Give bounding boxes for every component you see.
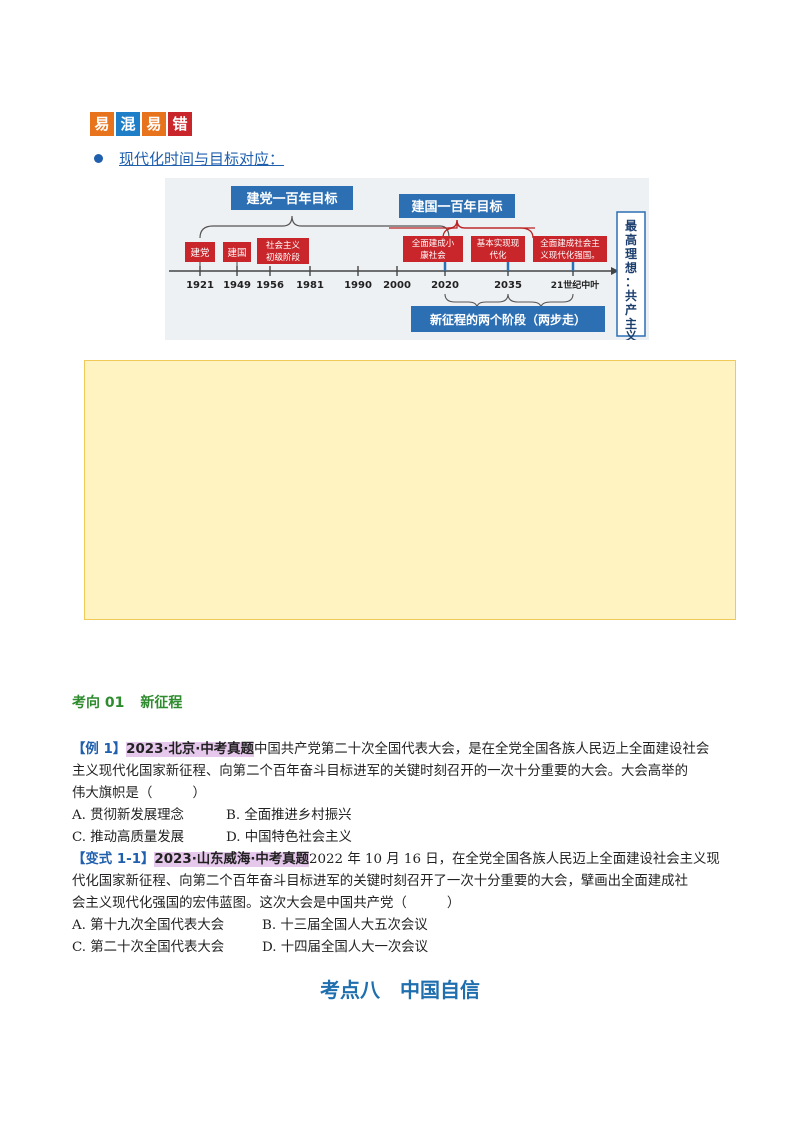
timeline-figure: 建党一百年目标 建国一百年目标 建党 建国 社会主义 初级阶段 全面建成小 康社… bbox=[165, 178, 649, 343]
ideal-char: 主 bbox=[625, 316, 637, 331]
section-heading: 考向 01 新征程 bbox=[72, 692, 182, 712]
event-box bbox=[185, 242, 215, 262]
option-a[interactable]: A. 第十九次全国代表大会 bbox=[72, 918, 225, 933]
example-tag: 【例 1】 bbox=[72, 742, 127, 757]
bullet-item: 现代化时间与目标对应： bbox=[94, 148, 284, 169]
ideal-char: 高 bbox=[625, 232, 637, 247]
options-row: C. 第二十次全国代表大会 D. 十四届全国人大一次会议 bbox=[72, 937, 428, 959]
year-label: 1956 bbox=[256, 280, 284, 291]
options-row: A. 贯彻新发展理念 B. 全面推进乡村振兴 bbox=[72, 805, 351, 827]
event-box bbox=[223, 242, 251, 262]
year-label: 2020 bbox=[431, 280, 459, 291]
question-text: 中国共产党第二十次全国代表大会，是在全党全国各族人民迈上全面建设社会 bbox=[253, 742, 710, 757]
brace bbox=[389, 219, 535, 229]
year-label: 21世纪中叶 bbox=[551, 279, 600, 291]
badge-char: 混 bbox=[116, 112, 140, 136]
question-line: 【例 1】2023·北京·中考真题中国共产党第二十次全国代表大会，是在全党全国各… bbox=[72, 739, 732, 761]
question-text: 2022 年 10 月 16 日，在全党全国各族人民迈上全面建设社会主义现 bbox=[309, 852, 720, 867]
ideal-char: 理 bbox=[625, 247, 637, 261]
question-line: 代化国家新征程、向第二个百年奋斗目标进军的关键时刻召开了一次十分重要的大会，擘画… bbox=[72, 874, 688, 889]
option-a[interactable]: A. 贯彻新发展理念 bbox=[72, 808, 184, 823]
question-line: 主义现代化国家新征程、向第二个百年奋斗目标进军的关键时刻召开的一次十分重要的大会… bbox=[72, 764, 688, 779]
ideal-char: 共 bbox=[625, 288, 637, 303]
bullet-text: 现代化时间与目标对应： bbox=[119, 150, 285, 168]
bullet-dot-icon bbox=[94, 154, 103, 163]
event-label: 建党 bbox=[190, 247, 210, 259]
goal-box bbox=[231, 186, 353, 210]
year-label: 2000 bbox=[383, 280, 411, 291]
option-c[interactable]: C. 推动高质量发展 bbox=[72, 830, 185, 845]
event-box bbox=[257, 238, 309, 264]
ideal-char: 想 bbox=[624, 260, 637, 275]
event-label: 全面建成社会主 bbox=[540, 238, 600, 249]
option-c[interactable]: C. 第二十次全国代表大会 bbox=[72, 940, 225, 955]
event-box bbox=[471, 236, 525, 262]
options-row: A. 第十九次全国代表大会 B. 十三届全国人大五次会议 bbox=[72, 915, 428, 937]
section-title: 新征程 bbox=[140, 695, 183, 711]
event-label: 基本实现现 bbox=[477, 238, 520, 249]
stage-label: 新征程的两个阶段（两步走） bbox=[430, 312, 586, 327]
event-label: 全面建成小 bbox=[412, 238, 455, 249]
year-label: 2035 bbox=[494, 280, 522, 291]
option-d[interactable]: D. 中国特色社会主义 bbox=[226, 830, 352, 845]
brace bbox=[507, 293, 574, 309]
year-label: 1949 bbox=[223, 280, 251, 291]
question-line: 会主义现代化强国的宏伟蓝图。这次大会是中国共产党（ ） bbox=[72, 896, 461, 911]
ideal-char: ： bbox=[625, 275, 637, 289]
event-label: 康社会 bbox=[420, 250, 446, 261]
badge-char: 易 bbox=[90, 112, 114, 136]
chapter-heading: 考点八 中国自信 bbox=[320, 978, 480, 1002]
source-tag: 2023·山东威海·中考真题 bbox=[154, 852, 309, 867]
ideal-char: 产 bbox=[625, 302, 637, 317]
variant-question: 【变式 1-1】2023·山东威海·中考真题2022 年 10 月 16 日，在… bbox=[72, 849, 732, 915]
goal-label: 建党一百年目标 bbox=[246, 191, 337, 207]
error-prone-badge: 易 混 易 错 bbox=[90, 112, 192, 136]
option-b[interactable]: B. 十三届全国人大五次会议 bbox=[262, 918, 428, 933]
event-box bbox=[533, 236, 607, 262]
ideal-char: 最 bbox=[625, 219, 638, 233]
event-box bbox=[403, 236, 463, 262]
badge-char: 易 bbox=[142, 112, 166, 136]
event-label: 初级阶段 bbox=[266, 252, 301, 263]
goal-label: 建国一百年目标 bbox=[411, 199, 502, 215]
timeline-svg: 建党一百年目标 建国一百年目标 建党 建国 社会主义 初级阶段 全面建成小 康社… bbox=[169, 186, 646, 343]
example-question: 【例 1】2023·北京·中考真题中国共产党第二十次全国代表大会，是在全党全国各… bbox=[72, 739, 732, 805]
option-b[interactable]: B. 全面推进乡村振兴 bbox=[226, 808, 352, 823]
ideal-char: 义 bbox=[624, 328, 638, 340]
question-line: 【变式 1-1】2023·山东威海·中考真题2022 年 10 月 16 日，在… bbox=[72, 849, 732, 871]
brace bbox=[199, 215, 450, 239]
option-d[interactable]: D. 十四届全国人大一次会议 bbox=[262, 940, 429, 955]
event-label: 代化 bbox=[489, 250, 507, 261]
options-row: C. 推动高质量发展 D. 中国特色社会主义 bbox=[72, 827, 352, 849]
answer-area bbox=[84, 360, 736, 620]
goal-box bbox=[399, 194, 515, 218]
year-label: 1921 bbox=[186, 280, 214, 291]
badge-char: 错 bbox=[168, 112, 192, 136]
axis-arrow bbox=[611, 267, 619, 275]
event-label: 社会主义 bbox=[266, 240, 301, 251]
ideal-box bbox=[616, 211, 646, 337]
question-line: 伟大旗帜是（ ） bbox=[72, 786, 206, 801]
event-label: 义现代化强国。 bbox=[540, 250, 600, 261]
brace bbox=[444, 293, 509, 309]
year-label: 1990 bbox=[344, 280, 372, 291]
source-tag: 2023·北京·中考真题 bbox=[126, 742, 254, 757]
variant-tag: 【变式 1-1】 bbox=[72, 852, 155, 867]
year-label: 1981 bbox=[296, 280, 324, 291]
section-number: 考向 01 bbox=[72, 695, 125, 711]
event-label: 建国 bbox=[227, 247, 246, 259]
stage-box bbox=[411, 306, 605, 332]
